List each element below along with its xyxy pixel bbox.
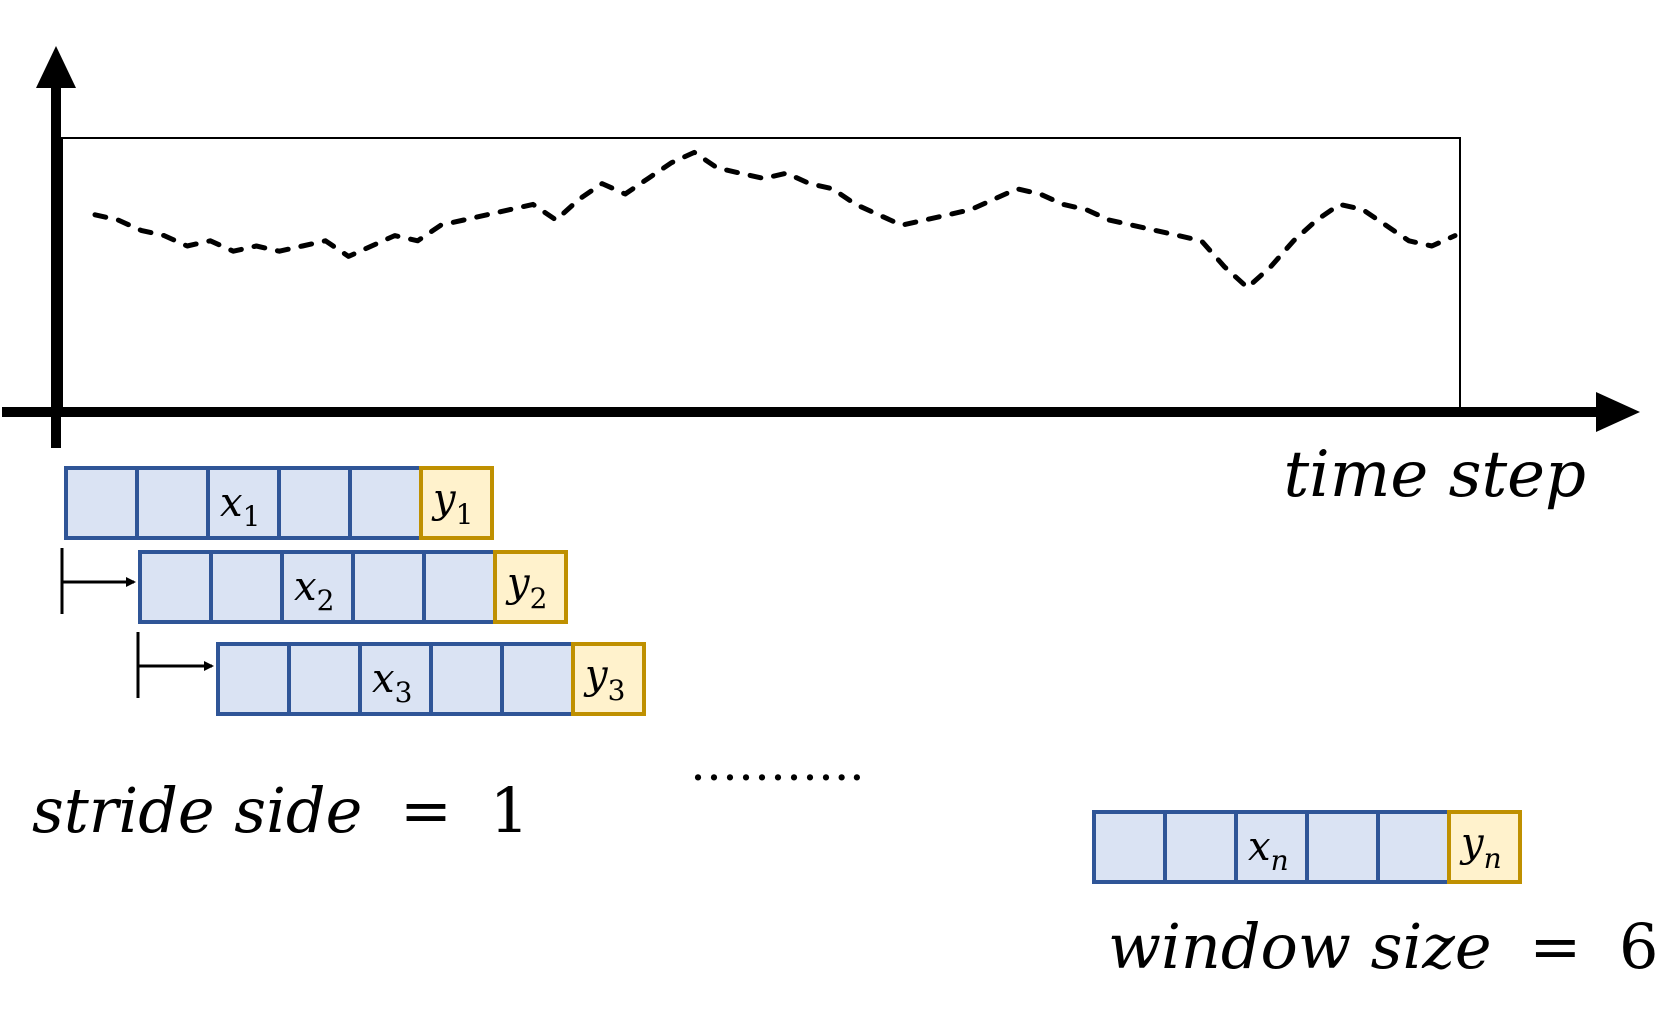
target-label: y1 xyxy=(431,476,473,531)
input-cell xyxy=(138,550,213,624)
time-series-line xyxy=(92,149,1458,291)
x-axis-arrowhead xyxy=(1596,392,1640,432)
input-cell xyxy=(422,550,497,624)
input-cell xyxy=(1305,810,1380,884)
input-cell xyxy=(135,466,210,540)
input-cell xyxy=(1234,810,1309,884)
ellipsis: ……….. xyxy=(690,736,865,792)
y-axis-arrowhead xyxy=(36,46,76,88)
plot-frame xyxy=(61,137,1461,409)
input-cell xyxy=(277,466,352,540)
input-cell xyxy=(1376,810,1451,884)
input-cell xyxy=(209,550,284,624)
target-cell xyxy=(419,466,494,540)
target-cell xyxy=(571,642,646,716)
stride-arrow-2 xyxy=(136,632,214,698)
window-size-value: 6 xyxy=(1619,910,1658,983)
input-cell xyxy=(1092,810,1167,884)
input-cell xyxy=(287,642,362,716)
input-cell xyxy=(64,466,139,540)
input-cell xyxy=(216,642,291,716)
input-label: xn xyxy=(1248,824,1289,877)
svg-text:stride side =: stride side = 1 xyxy=(32,774,529,847)
target-cell xyxy=(1447,810,1522,884)
target-cell xyxy=(493,550,568,624)
input-cell xyxy=(1163,810,1238,884)
window-1: x1 y1 xyxy=(64,466,494,540)
window-size-label: window size = 6 xyxy=(1108,910,1658,983)
windows-group: x1 y1 x2 y2 x3 y3 xn yn xyxy=(64,466,1522,884)
target-label: y2 xyxy=(505,560,547,615)
stride-label: stride side = 1 xyxy=(32,774,529,847)
input-cell xyxy=(351,550,426,624)
window-4: xn yn xyxy=(1092,810,1522,884)
stride-equals: = xyxy=(400,774,452,847)
input-cell xyxy=(348,466,423,540)
stride-label-text: stride side xyxy=(32,774,362,847)
input-label: x1 xyxy=(220,480,260,533)
window-size-label-text: window size xyxy=(1108,910,1492,983)
stride-arrow-1 xyxy=(60,548,136,614)
x-axis-label: time step xyxy=(1284,438,1587,512)
target-label: y3 xyxy=(583,652,625,707)
input-label: x3 xyxy=(372,656,412,709)
input-cell xyxy=(206,466,281,540)
svg-text:window size =: window size = 6 xyxy=(1108,910,1658,983)
input-cell xyxy=(500,642,575,716)
window-3: x3 y3 xyxy=(216,642,646,716)
target-label: yn xyxy=(1459,820,1502,875)
input-label: x2 xyxy=(294,564,334,617)
window-size-equals: = xyxy=(1529,910,1581,983)
stride-value: 1 xyxy=(490,774,529,847)
input-cell xyxy=(429,642,504,716)
window-2: x2 y2 xyxy=(138,550,568,624)
